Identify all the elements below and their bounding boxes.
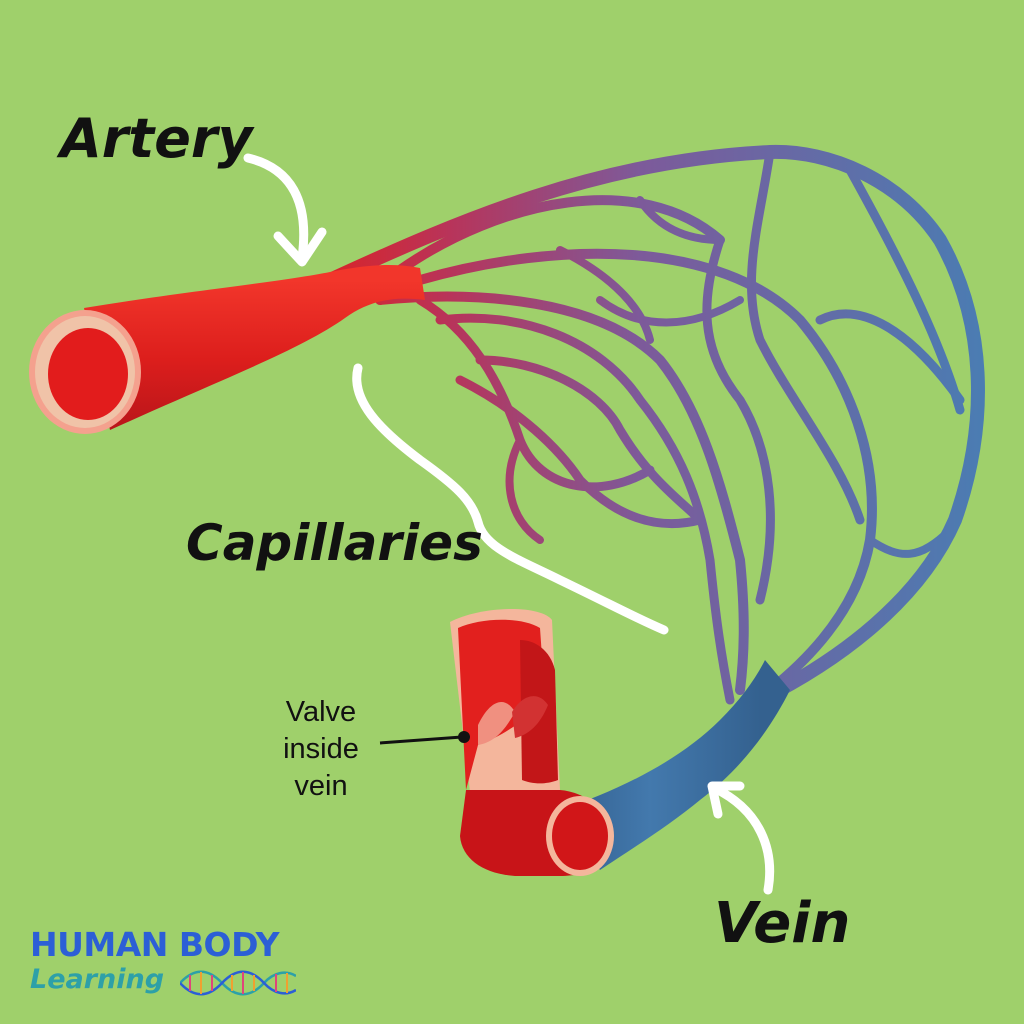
vein-vessel: [560, 660, 790, 870]
capillary-branch-o: [866, 526, 954, 558]
valve-label-line-1: Valve: [285, 696, 357, 728]
capillary-branch-g: [375, 291, 749, 695]
vein-body: [560, 660, 790, 870]
vein-arrow: [707, 781, 775, 895]
valve-label-line-3: vein: [294, 770, 348, 802]
valve-cross-section: [450, 608, 614, 876]
capillary-branch-e: [702, 235, 775, 605]
capillaries-bracket: [352, 363, 669, 635]
capillary-branch-i: [435, 313, 735, 705]
artery-opening-lumen: [48, 328, 128, 420]
capillary-outer-top: [323, 144, 985, 707]
human-body-learning-logo: HUMAN BODY Learning: [30, 928, 300, 1008]
artery-label: Artery: [60, 107, 253, 170]
capillary-branch-j: [475, 355, 705, 525]
capillary-branch-f: [815, 309, 965, 405]
valve-flap-left: [478, 702, 515, 745]
capillary-branch-k: [455, 375, 705, 529]
capillary-network: [323, 144, 985, 707]
artery-vessel: [29, 265, 425, 434]
valve-label-line-2: inside: [283, 733, 359, 765]
artery-arrow: [243, 153, 327, 267]
valve-lower-lumen: [552, 802, 608, 870]
valve-leader-dot: [458, 731, 470, 743]
valve-label: Valve inside vein: [262, 694, 380, 805]
capillary-branch-m: [636, 196, 724, 244]
capillaries-label: Capillaries: [186, 514, 483, 572]
valve-flap-right: [512, 696, 548, 738]
artery-body: [84, 265, 425, 430]
dna-helix-icon: [180, 970, 296, 996]
logo-line-1: HUMAN BODY: [30, 925, 280, 964]
capillary-branch-n: [596, 296, 744, 327]
vein-label: Vein: [714, 891, 851, 956]
capillary-branch-a: [395, 195, 725, 275]
capillary-branch-p: [505, 436, 544, 544]
valve-leader-line: [379, 735, 463, 745]
capillary-branch-b: [415, 248, 877, 695]
logo-line-2: Learning: [30, 964, 165, 995]
capillary-branch-l: [556, 246, 654, 344]
capillary-branch-c: [746, 147, 865, 525]
